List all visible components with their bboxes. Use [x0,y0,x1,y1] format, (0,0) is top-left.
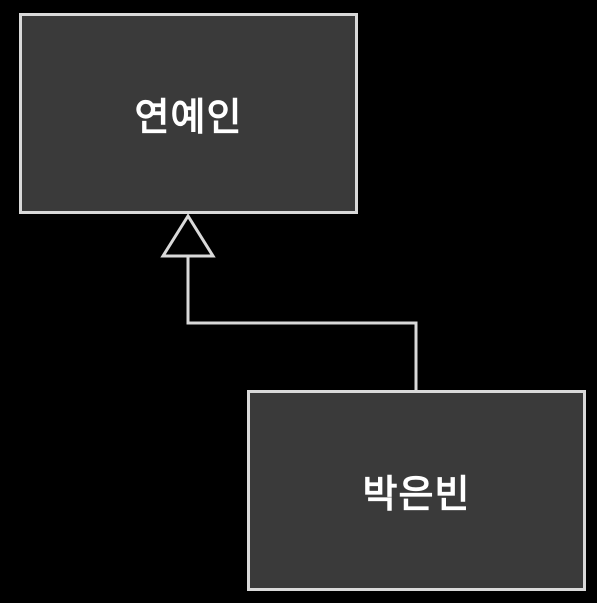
child-class-box[interactable]: 박은빈 [247,390,586,591]
parent-class-box[interactable]: 연예인 [19,13,358,214]
parent-class-label: 연예인 [134,95,243,139]
inheritance-arrowhead-icon [160,213,216,258]
inheritance-edge-line [186,256,418,390]
child-class-label: 박은빈 [362,472,471,516]
